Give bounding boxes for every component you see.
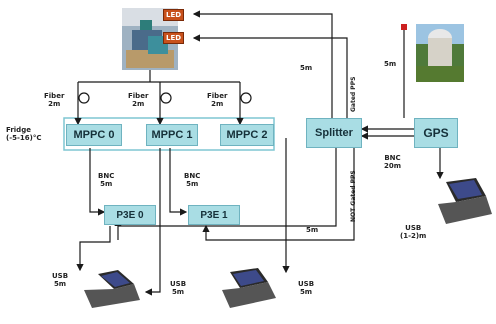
usb-left-label: USB 5m: [52, 272, 69, 288]
fiber-loop-icon: [240, 92, 252, 104]
mppc-1-box: MPPC 1: [146, 124, 198, 146]
p3e-0-box: P3E 0: [104, 205, 156, 225]
usb-right-label: USB 5m: [298, 280, 315, 296]
led-label: LED: [163, 9, 185, 21]
laptop-icon: [84, 270, 140, 308]
mppc-2-box: MPPC 2: [220, 124, 274, 146]
building-antenna-photo: [401, 24, 464, 82]
bnc-gps-label: BNC 20m: [384, 154, 402, 170]
fiber-loop-icon: [78, 92, 90, 104]
fridge-frame: [63, 117, 275, 151]
p3e-1-box: P3E 1: [188, 205, 240, 225]
mppc-0-box: MPPC 0: [66, 124, 122, 146]
splitter-top-label: 5m: [300, 64, 313, 72]
fridge-label: Fridge (-5-16)°C: [6, 126, 42, 142]
usb-mid-label: USB 5m: [170, 280, 187, 296]
fiber-1-label: Fiber 2m: [128, 92, 149, 108]
antenna-cable-label: 5m: [384, 60, 397, 68]
bnc-0-label: BNC 5m: [98, 172, 115, 188]
not-gated-pps-label: NOT Gated PPS: [350, 170, 357, 222]
gated-pps-label: Gated PPS: [350, 76, 357, 112]
fiber-loop-icon: [160, 92, 172, 104]
usb-gps-label: USB (1-2)m: [400, 224, 427, 240]
fiber-0-label: Fiber 2m: [44, 92, 65, 108]
splitter-box: Splitter: [306, 118, 362, 148]
gps-box: GPS: [414, 118, 458, 148]
fiber-2-label: Fiber 2m: [207, 92, 228, 108]
laptop-icon: [222, 268, 276, 308]
bnc-1-label: BNC 5m: [184, 172, 201, 188]
laptop-icon: [438, 178, 492, 224]
splitter-bottom-label: 5m: [306, 226, 319, 234]
led-label: LED: [163, 32, 185, 44]
